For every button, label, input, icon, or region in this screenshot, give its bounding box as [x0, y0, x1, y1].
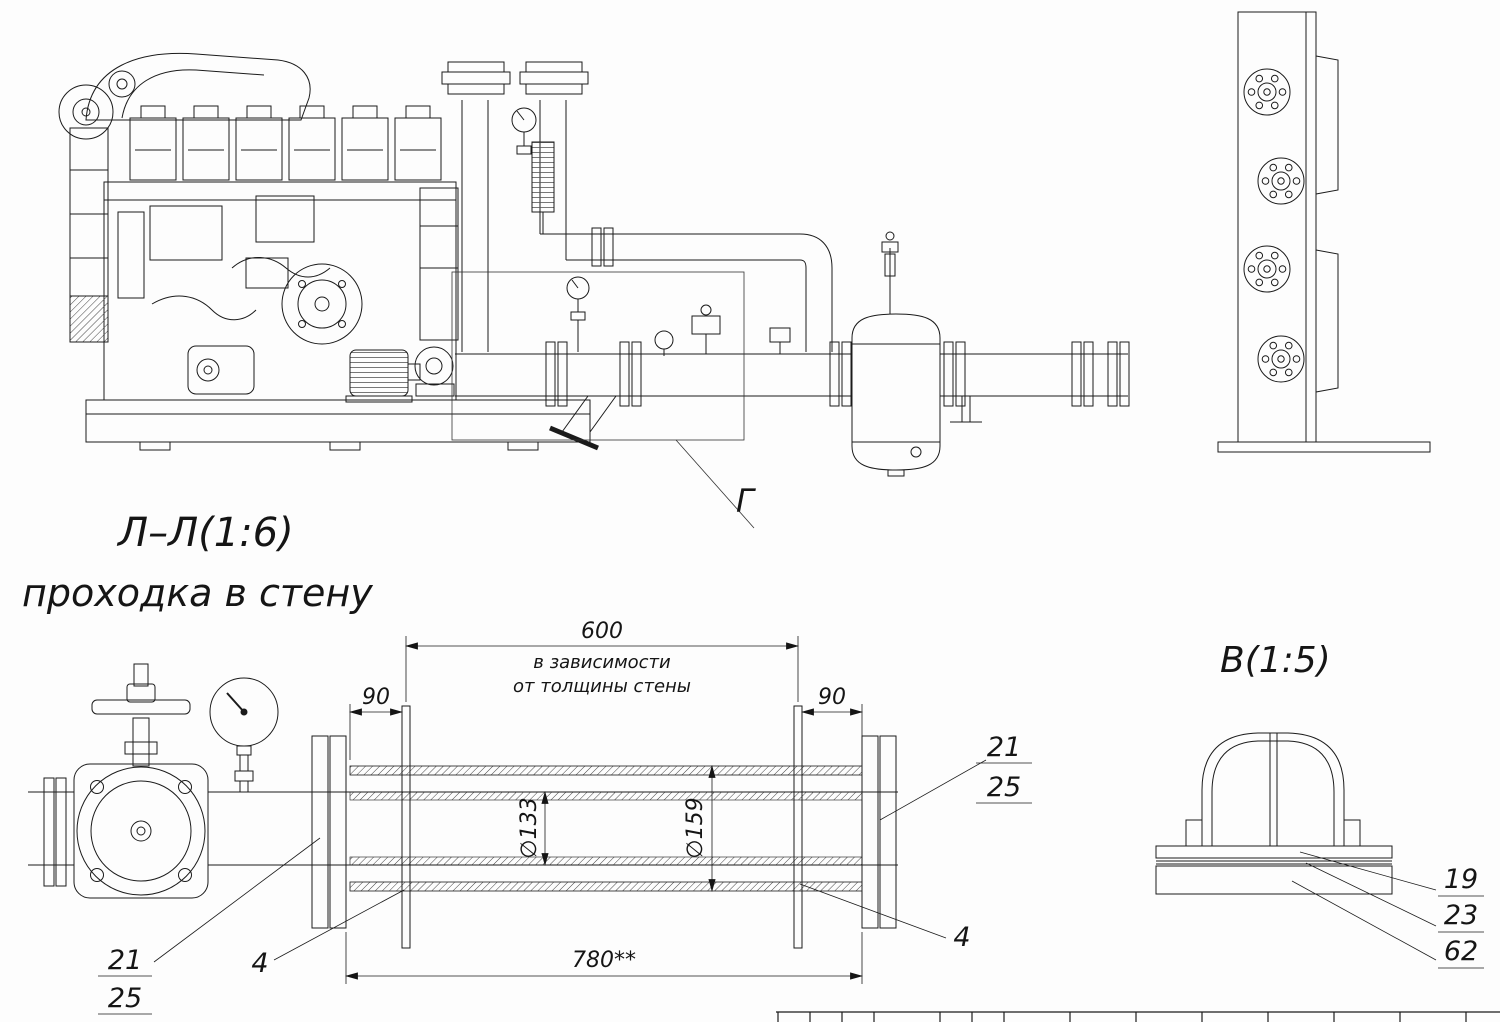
dim-780-label: 780** [572, 948, 636, 973]
vessel-sensor [881, 231, 899, 314]
dim-dia133-label: ∅133 [517, 797, 542, 858]
callout-4-right: 4 [953, 922, 970, 953]
pressure-gauge-mid [566, 276, 590, 352]
callout-21-right: 21 [987, 732, 1021, 763]
expansion-vessel [851, 231, 941, 477]
pipe-run-top [441, 61, 1130, 451]
wall-penetration-detail [28, 663, 898, 949]
wall-flange-right-2 [879, 735, 897, 929]
dim-600-label: 600 [581, 619, 623, 644]
stand-flange-1 [1243, 68, 1291, 116]
wall-note-line2: от толщины стены [513, 676, 691, 697]
title-block [776, 1011, 1500, 1022]
anchor-plate-right [793, 705, 803, 949]
stand-flange-3 [1243, 245, 1291, 293]
wall-note-line1: в зависимости [533, 652, 671, 673]
wall-flange-left-2 [329, 735, 347, 929]
detail-g-boundary [451, 271, 755, 529]
butterfly-valve [73, 663, 209, 899]
dim-90-left-label: 90 [362, 685, 390, 710]
callout-4-left: 4 [251, 948, 268, 979]
wall-flange-right-1 [861, 735, 879, 929]
dimension-lines [344, 636, 864, 984]
anchor-plate-left [401, 705, 411, 949]
wall-flange-left-1 [311, 735, 329, 929]
pressure-gauge-detail [209, 677, 279, 793]
callout-25-left: 25 [108, 983, 142, 1014]
stand-flange-2 [1257, 157, 1305, 205]
valve-handle [91, 699, 191, 715]
callout-25-right: 25 [987, 772, 1021, 803]
dim-dia159-label: ∅159 [683, 797, 708, 858]
pipe-flanges [545, 341, 1130, 407]
sleeve-wall-top [349, 765, 863, 776]
electric-motor [345, 349, 421, 403]
callout-62: 62 [1444, 936, 1478, 967]
callout-23: 23 [1444, 900, 1478, 931]
clamp-plate-top [1155, 845, 1393, 859]
engine-genset [58, 52, 591, 451]
stand-flange-4 [1257, 335, 1305, 383]
detail-g-label: Г [736, 482, 756, 520]
pressure-gauge-top [511, 107, 537, 155]
callout-21-left: 21 [108, 945, 142, 976]
support-stand [1217, 11, 1431, 453]
cylinder-covers [129, 105, 442, 181]
y-strainer [549, 395, 617, 451]
section-view-title: Л–Л(1:6) [116, 510, 294, 556]
dim-90-right-label: 90 [818, 685, 846, 710]
sleeve-wall-bottom [349, 881, 863, 892]
section-view-subtitle: проходка в стену [22, 571, 373, 615]
detail-b-clamp [1155, 732, 1393, 895]
detail-b-label: В(1:5) [1220, 640, 1331, 681]
callout-19: 19 [1444, 864, 1478, 895]
clamp-plate-bottom [1155, 865, 1393, 895]
